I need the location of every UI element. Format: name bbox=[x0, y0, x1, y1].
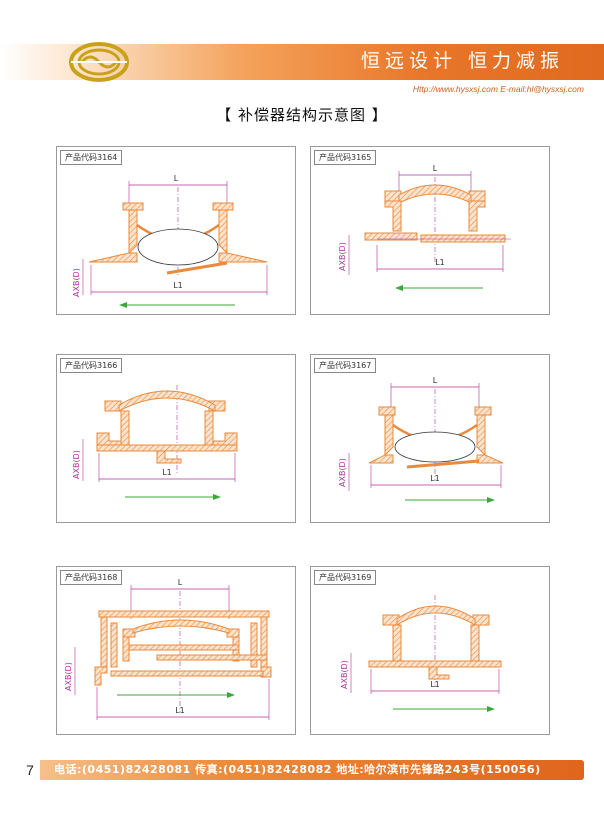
label-axb: AXB(D) bbox=[64, 662, 73, 691]
product-code: 产品代码3169 bbox=[314, 570, 377, 585]
product-code: 产品代码3167 bbox=[314, 358, 377, 373]
diagram-panel-3169: AXB(D) L1 产品代码3169 bbox=[310, 566, 550, 735]
label-l: L bbox=[178, 578, 183, 587]
label-l1: L1 bbox=[430, 680, 440, 689]
footer-contact: 电话:(0451)82428081 传真:(0451)82428082 地址:哈… bbox=[54, 763, 541, 776]
page-title: 【 补偿器结构示意图 】 bbox=[216, 106, 388, 124]
diagram-3165: L AXB(D) L1 bbox=[338, 164, 511, 291]
footer-bar bbox=[40, 760, 584, 780]
label-axb: AXB(D) bbox=[338, 242, 347, 271]
company-logo bbox=[68, 40, 130, 84]
page-footer: 7 电话:(0451)82428081 传真:(0451)82428082 地址… bbox=[20, 760, 584, 780]
diagram-3164: L AXB(D) L1 bbox=[72, 174, 268, 308]
label-l: L bbox=[433, 164, 438, 173]
diagram-3168: L AXB(D) L1 bbox=[64, 578, 272, 720]
diagram-panel-3166: AXB(D) L1 产品代码3166 bbox=[56, 354, 296, 523]
label-l1: L1 bbox=[162, 468, 172, 477]
diagram-panel-3165: L AXB(D) L1 产品代码3165 bbox=[310, 146, 550, 315]
diagram-3166: AXB(D) L1 bbox=[72, 385, 238, 500]
product-code: 产品代码3166 bbox=[60, 358, 123, 373]
label-l1: L1 bbox=[435, 258, 445, 267]
label-l1: L1 bbox=[175, 706, 185, 715]
diagram-3167: L AXB(D) L1 bbox=[338, 376, 504, 503]
contact-info: Http://www.hysxsj.com E-mail:hl@hysxsj.c… bbox=[412, 84, 584, 94]
label-l1: L1 bbox=[173, 281, 183, 290]
diagram-panel-3168: L AXB(D) L1 产品代码3168 bbox=[56, 566, 296, 735]
label-axb: AXB(D) bbox=[72, 268, 81, 297]
label-axb: AXB(D) bbox=[72, 450, 81, 479]
header-slogan: 恒远设计 恒力减振 bbox=[360, 50, 564, 72]
label-l: L bbox=[433, 376, 438, 385]
diagram-3169: AXB(D) L1 bbox=[340, 595, 502, 712]
product-code: 产品代码3168 bbox=[60, 570, 123, 585]
page-number: 7 bbox=[26, 762, 34, 778]
diagram-panel-3167: L AXB(D) L1 产品代码3167 bbox=[310, 354, 550, 523]
label-axb: AXB(D) bbox=[338, 458, 347, 487]
product-code: 产品代码3165 bbox=[314, 150, 377, 165]
label-axb: AXB(D) bbox=[340, 660, 349, 689]
page-header: 恒远设计 恒力减振 bbox=[0, 40, 604, 84]
label-l: L bbox=[174, 174, 179, 183]
label-l1: L1 bbox=[430, 474, 440, 483]
diagram-panel-3164: L AXB(D) L1 产品代码3164 bbox=[56, 146, 296, 315]
product-code: 产品代码3164 bbox=[60, 150, 123, 165]
